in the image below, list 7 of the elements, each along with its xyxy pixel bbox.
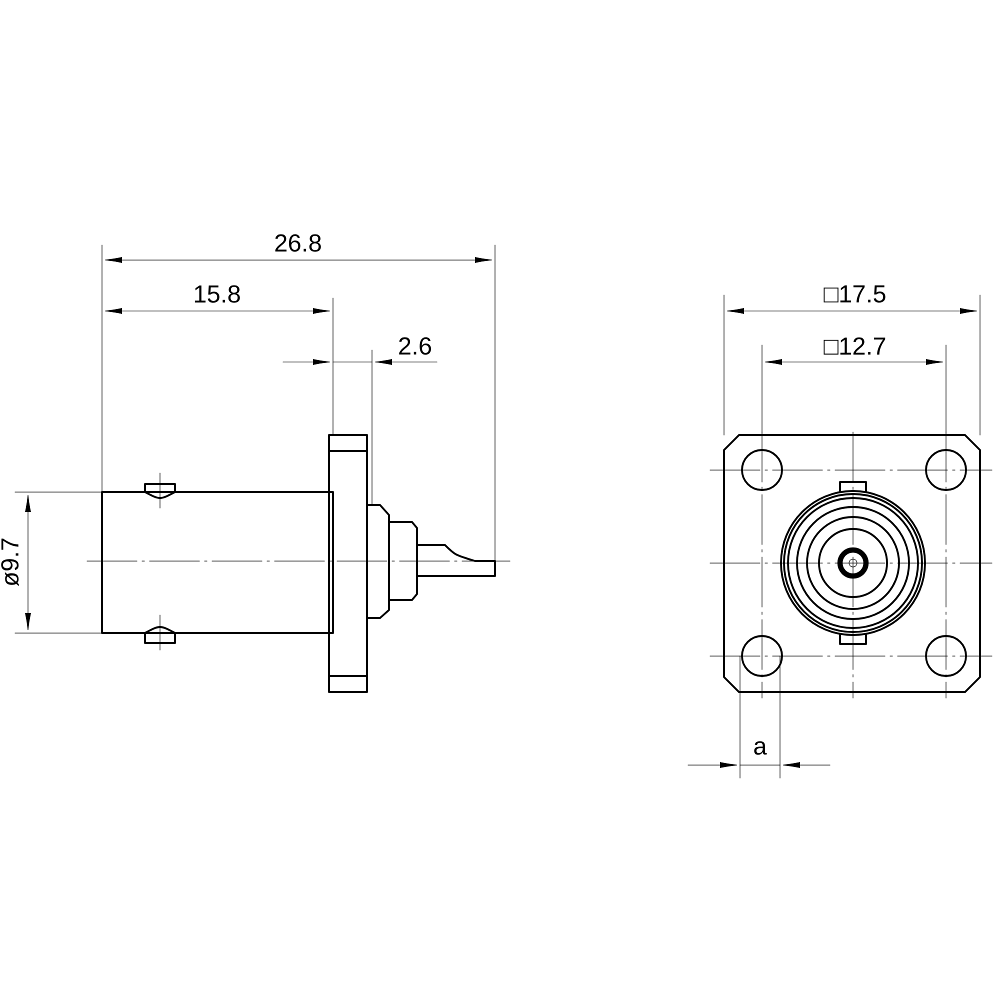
- dimension-value: 15.8: [194, 285, 240, 303]
- dimension-value: □17.5: [824, 285, 886, 303]
- dimension-value: □12.7: [824, 337, 886, 355]
- dimension-value: 2.6: [399, 337, 432, 355]
- dimension-value: ø9.7: [1, 538, 19, 586]
- dimension-value: a: [754, 741, 767, 755]
- dimension-value: 26.8: [275, 234, 321, 252]
